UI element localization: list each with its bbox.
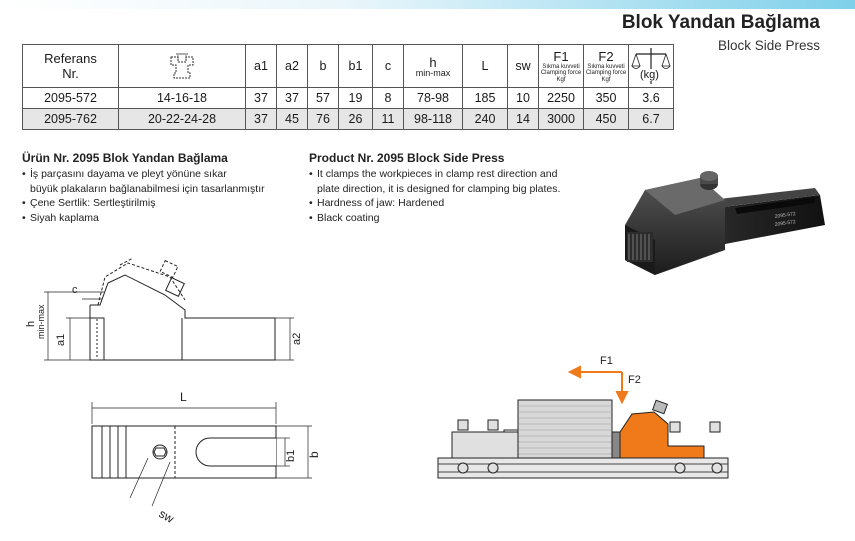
force-F1: F1 xyxy=(600,355,613,367)
table-row: 2095-762 20-22-24-28 37 45 76 26 11 98-1… xyxy=(22,108,674,130)
header-F1: F1 Sıkma kuvveti Clamping force Kgf xyxy=(538,44,584,88)
header-L: L xyxy=(462,44,508,88)
force-F2: F2 xyxy=(628,374,641,386)
orange-clamp xyxy=(619,411,705,459)
engraving-1: 2095-572 xyxy=(774,211,796,220)
header-h: h min-max xyxy=(403,44,463,88)
header-F2: F2 Sıkma kuvveti Clamping force Kgf xyxy=(583,44,629,88)
dim-a1: a1 xyxy=(55,334,67,346)
list-item: İş parçasını dayama ve pleyt yönüne sıka… xyxy=(22,167,265,182)
header-a2: a2 xyxy=(276,44,308,88)
dim-a2: a2 xyxy=(291,333,303,345)
side-view-drawing: h min-max a1 c a2 xyxy=(25,257,303,361)
page-title: Blok Yandan Bağlama xyxy=(621,12,820,33)
list-item: It clamps the workpieces in clamp rest d… xyxy=(309,167,560,182)
page-subtitle: Block Side Press xyxy=(717,38,820,53)
en-feature-list: It clamps the workpieces in clamp rest d… xyxy=(309,167,560,225)
list-item: plate direction, it is designed for clam… xyxy=(317,182,561,195)
t-slot-icon xyxy=(170,53,194,79)
dim-b1: b1 xyxy=(285,450,297,462)
engraving-2: 2095-572 xyxy=(774,219,796,228)
list-item: Çene Sertlik: Sertleştirilmiş xyxy=(22,196,265,211)
weight-unit: (kg) xyxy=(640,69,659,81)
product-photo: 2095-572 2095-572 xyxy=(625,171,825,275)
list-item: Siyah kaplama xyxy=(22,211,265,226)
list-item: Hardness of jaw: Hardened xyxy=(309,196,560,211)
dim-L: L xyxy=(180,390,187,404)
list-item: Black coating xyxy=(309,211,560,226)
header-b1: b1 xyxy=(338,44,373,88)
dim-c: c xyxy=(72,284,78,296)
tr-feature-list: İş parçasını dayama ve pleyt yönüne sıka… xyxy=(22,167,265,225)
header-sw: sw xyxy=(507,44,539,88)
header-b: b xyxy=(307,44,339,88)
dim-b: b xyxy=(307,451,321,458)
header-a1: a1 xyxy=(245,44,277,88)
dim-sw: sw xyxy=(157,506,177,526)
dim-h: h xyxy=(25,321,37,327)
header-bar xyxy=(0,0,855,9)
header-c: c xyxy=(372,44,404,88)
header-slot xyxy=(118,44,246,88)
dim-min-max: min-max xyxy=(36,304,46,339)
table-row: 2095-572 14-16-18 37 37 57 19 8 78-98 18… xyxy=(22,87,674,109)
application-illustration: F1 F2 xyxy=(437,355,729,479)
top-view-drawing: L b1 b sw xyxy=(91,390,321,526)
tr-section-title: Ürün Nr. 2095 Blok Yandan Bağlama xyxy=(22,151,228,165)
en-section-title: Product Nr. 2095 Block Side Press xyxy=(309,151,505,165)
list-item: büyük plakaların bağlanabilmesi için tas… xyxy=(30,182,265,195)
header-weight: (kg) xyxy=(628,44,674,88)
